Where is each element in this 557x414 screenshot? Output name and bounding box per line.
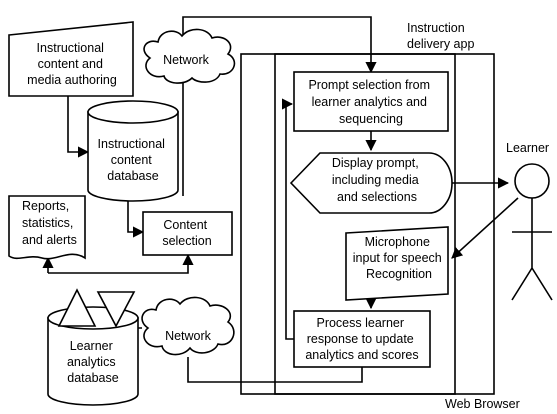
learner-database-label: Learner analytics database bbox=[67, 339, 119, 385]
network-bottom-node: Network bbox=[141, 296, 235, 356]
display-prompt-label: Display prompt, including media and sele… bbox=[332, 156, 422, 204]
reports-node: Reports, statistics, and alerts bbox=[8, 195, 86, 260]
authoring-node: Instructional content and media authorin… bbox=[8, 21, 134, 97]
network-top-node: Network bbox=[143, 28, 236, 84]
document-shape bbox=[8, 195, 86, 260]
database-cylinder-body bbox=[87, 111, 179, 202]
arrow-db-to-content-selection bbox=[127, 190, 145, 238]
instruction-app-label: Instruction delivery app bbox=[407, 21, 474, 51]
manual-input-shape bbox=[8, 21, 134, 97]
prompt-selection-box bbox=[293, 71, 449, 132]
reports-label: Reports, statistics, and alerts bbox=[22, 199, 77, 247]
arrow-loop-to-prompt-selection bbox=[281, 98, 294, 340]
arrow-learner-to-microphone bbox=[451, 197, 519, 259]
process-response-node: Process learner response to update analy… bbox=[293, 310, 431, 368]
content-database-label: Instructional content database bbox=[98, 137, 169, 183]
content-database-node: Instructional content database bbox=[87, 100, 179, 202]
microphone-node: Microphone input for speech Recognition bbox=[345, 226, 449, 301]
web-browser-frame bbox=[240, 53, 495, 395]
database-cylinder-top bbox=[87, 100, 179, 124]
prompt-selection-label: Prompt selection from learner analytics … bbox=[308, 78, 433, 126]
network-top-label: Network bbox=[163, 53, 210, 67]
prompt-selection-node: Prompt selection from learner analytics … bbox=[293, 71, 449, 132]
learner-actor: Learner bbox=[506, 141, 553, 301]
process-response-label: Process learner response to update analy… bbox=[305, 316, 418, 362]
instruction-app-box bbox=[274, 53, 456, 395]
connectors bbox=[42, 16, 519, 383]
content-selection-box bbox=[142, 211, 233, 256]
process-response-box bbox=[293, 310, 431, 368]
learner-database-node: Learner analytics database bbox=[47, 288, 139, 406]
display-shape bbox=[289, 152, 453, 214]
arrow-network-to-prompt-selection bbox=[182, 16, 377, 74]
learner-head bbox=[514, 163, 550, 199]
network-bottom-label: Network bbox=[165, 329, 212, 343]
extract-triangle bbox=[57, 288, 97, 327]
content-selection-node: Content selection bbox=[142, 211, 233, 256]
merge-triangle bbox=[96, 291, 136, 328]
content-selection-label: Content selection bbox=[162, 218, 211, 248]
microphone-shape bbox=[345, 226, 449, 301]
arrow-authoring-to-db bbox=[67, 96, 90, 158]
microphone-label: Microphone input for speech Recognition bbox=[353, 235, 445, 281]
authoring-label: Instructional content and media authorin… bbox=[27, 41, 117, 87]
learner-body bbox=[511, 198, 553, 301]
arrow-learner-db-to-content-selection bbox=[48, 253, 194, 274]
learner-label: Learner bbox=[506, 141, 549, 155]
learner-db-cylinder-body bbox=[47, 317, 139, 406]
cloud-shape bbox=[143, 28, 236, 84]
web-browser-label: Web Browser bbox=[445, 397, 520, 411]
cloud-shape bbox=[141, 296, 235, 356]
display-prompt-node: Display prompt, including media and sele… bbox=[289, 152, 453, 214]
